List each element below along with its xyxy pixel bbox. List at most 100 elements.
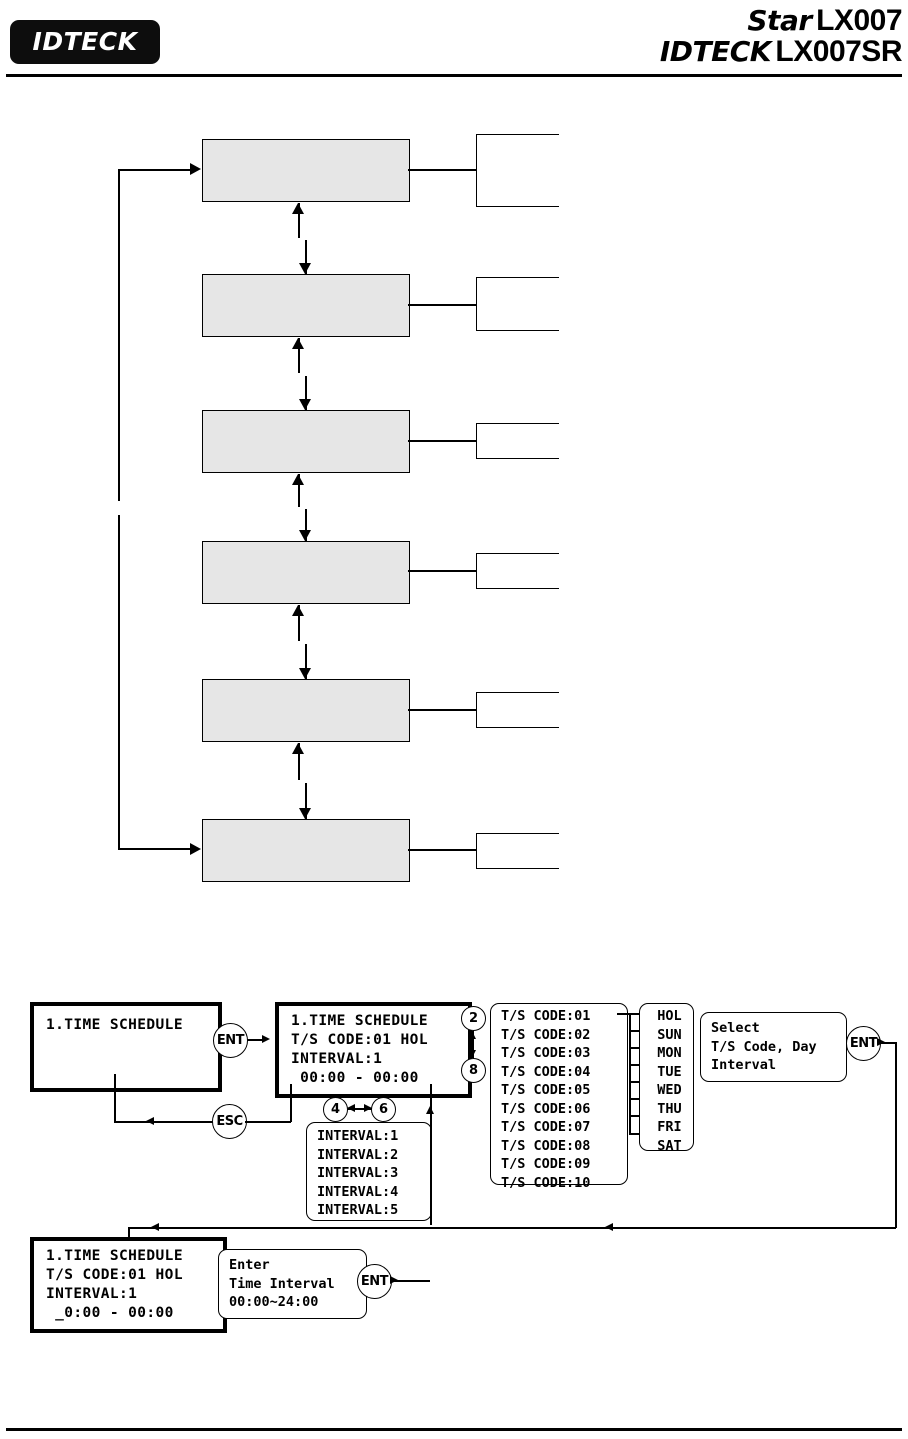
interval-item-5: INTERVAL:5 (317, 1202, 399, 1218)
connector-2 (408, 304, 476, 306)
loopback-entry-lower (118, 848, 192, 850)
day-item-sat: SAT (657, 1137, 682, 1154)
loopback-line-upper (118, 169, 120, 501)
interval-item-4: INTERVAL:4 (317, 1183, 399, 1200)
day-bracket-tick-4 (629, 1064, 639, 1066)
detail-box-2[interactable] (476, 277, 559, 331)
ent-key-2[interactable]: ENT (846, 1026, 881, 1061)
menu-box-2[interactable] (202, 274, 410, 337)
detail-box-3[interactable] (476, 423, 559, 459)
key28-arrow-up (468, 1031, 476, 1039)
day-bracket-tick-2 (629, 1030, 639, 1032)
ts-code-option-list[interactable]: T/S CODE:01 T/S CODE:02 T/S CODE:03 T/S … (490, 1003, 628, 1191)
menu-box-5[interactable] (202, 679, 410, 742)
day-option-list[interactable]: HOL SUN MON TUE WED THU FRI SAT (639, 1003, 694, 1154)
connector-1 (408, 169, 476, 171)
lcd-edit-line-4: 00:00 - 00:00 (291, 1070, 419, 1086)
enter-hint-line-1: Enter (229, 1257, 270, 1273)
key28-arrow-down (468, 1050, 476, 1058)
ent2-arrow-line (880, 1042, 896, 1044)
day-item-tue: TUE (657, 1063, 682, 1080)
key46-arrow-left (347, 1104, 355, 1112)
edit-to-return-vline (430, 1084, 432, 1225)
day-item-hol: HOL (657, 1008, 682, 1024)
key-4[interactable]: 4 (323, 1097, 348, 1122)
lcd-enter-screen[interactable]: 1.TIME SCHEDULE T/S CODE:01 HOL INTERVAL… (30, 1237, 227, 1333)
menu-box-3[interactable] (202, 410, 410, 473)
idteck-brand-text: IDTECK (659, 34, 772, 68)
model-line-1: Star LX007 (660, 4, 902, 37)
lcd-edit-screen[interactable]: 1.TIME SCHEDULE T/S CODE:01 HOL INTERVAL… (275, 1002, 472, 1098)
day-item-sun: SUN (657, 1026, 682, 1043)
ts-code-item-3: T/S CODE:03 (501, 1045, 591, 1061)
arrow-down-2 (299, 399, 311, 410)
day-bracket-tick-3 (629, 1047, 639, 1049)
connector-3 (408, 440, 476, 442)
select-hint-line-2: T/S Code, Day (711, 1038, 817, 1055)
ts-code-item-10: T/S CODE:10 (501, 1174, 591, 1191)
menu-box-1[interactable] (202, 139, 410, 202)
footer-divider (6, 1428, 902, 1431)
ts-code-item-2: T/S CODE:02 (501, 1026, 591, 1043)
interval-item-3: INTERVAL:3 (317, 1165, 399, 1181)
day-item-mon: MON (657, 1045, 682, 1061)
detail-box-1[interactable] (476, 134, 559, 207)
select-hint-line-3: Interval (711, 1057, 777, 1073)
lcd-enter-line-4: _0:00 - 00:00 (46, 1305, 174, 1321)
ent1-arrow-head (262, 1035, 270, 1043)
return-bus (128, 1227, 896, 1229)
connector-6 (408, 849, 476, 851)
key28-line (472, 1031, 474, 1058)
arrow-up-5 (292, 743, 304, 754)
updown-line-2b (305, 376, 307, 410)
day-item-thu: THU (657, 1100, 682, 1117)
day-item-wed: WED (657, 1082, 682, 1098)
lx007-model-text: LX007 (816, 4, 902, 37)
arrow-up-1 (292, 203, 304, 214)
key-6[interactable]: 6 (371, 1097, 396, 1122)
esc-return-arrow (146, 1117, 154, 1125)
updown-line-4a (298, 605, 300, 641)
arrow-down-5 (299, 808, 311, 819)
updown-line-3b (305, 509, 307, 541)
day-bracket-tick-1 (617, 1013, 639, 1015)
connector-4 (408, 570, 476, 572)
loopback-arrow-lower (190, 843, 201, 855)
menu-box-4[interactable] (202, 541, 410, 604)
day-item-fri: FRI (657, 1119, 682, 1135)
header-divider (6, 74, 902, 77)
detail-box-4[interactable] (476, 553, 559, 589)
lcd-enter-line-2: T/S CODE:01 HOL (46, 1267, 183, 1283)
connector-5 (408, 709, 476, 711)
day-bracket-tick-8 (629, 1133, 639, 1135)
esc-return-hline-right (245, 1121, 291, 1123)
lcd-menu-screen[interactable]: 1.TIME SCHEDULE (30, 1002, 222, 1092)
interval-item-1: INTERVAL:1 (317, 1128, 399, 1144)
loopback-line-lower (118, 515, 120, 849)
updown-line-1a (298, 203, 300, 238)
page-header: IDTECK Star LX007 IDTECK LX007SR (0, 0, 908, 78)
lcd-menu-line-1: 1.TIME SCHEDULE (46, 1017, 183, 1033)
select-hint-line-1: Select (711, 1020, 760, 1036)
updown-line-2a (298, 338, 300, 373)
day-bracket-tick-6 (629, 1098, 639, 1100)
ts-code-item-5: T/S CODE:05 (501, 1082, 591, 1098)
model-line-2: IDTECK LX007SR (659, 34, 903, 68)
ts-code-item-4: T/S CODE:04 (501, 1063, 591, 1080)
star-brand-text: Star (747, 4, 812, 37)
esc-key[interactable]: ESC (212, 1104, 247, 1139)
menu-box-6[interactable] (202, 819, 410, 882)
ent-key-3[interactable]: ENT (357, 1264, 392, 1299)
return-bus-arrow (605, 1223, 613, 1231)
lcd-edit-line-2: T/S CODE:01 HOL (291, 1032, 428, 1048)
ent-key-1[interactable]: ENT (213, 1023, 248, 1058)
detail-box-6[interactable] (476, 833, 559, 869)
esc-source-vline (290, 1084, 292, 1122)
interval-option-list[interactable]: INTERVAL:1 INTERVAL:2 INTERVAL:3 INTERVA… (306, 1122, 432, 1221)
key-2[interactable]: 2 (461, 1006, 486, 1031)
updown-line-1b (305, 240, 307, 274)
day-bracket-tick-5 (629, 1081, 639, 1083)
loopback-arrow-upper (190, 163, 201, 175)
key-8[interactable]: 8 (461, 1058, 486, 1083)
detail-box-5[interactable] (476, 692, 559, 728)
